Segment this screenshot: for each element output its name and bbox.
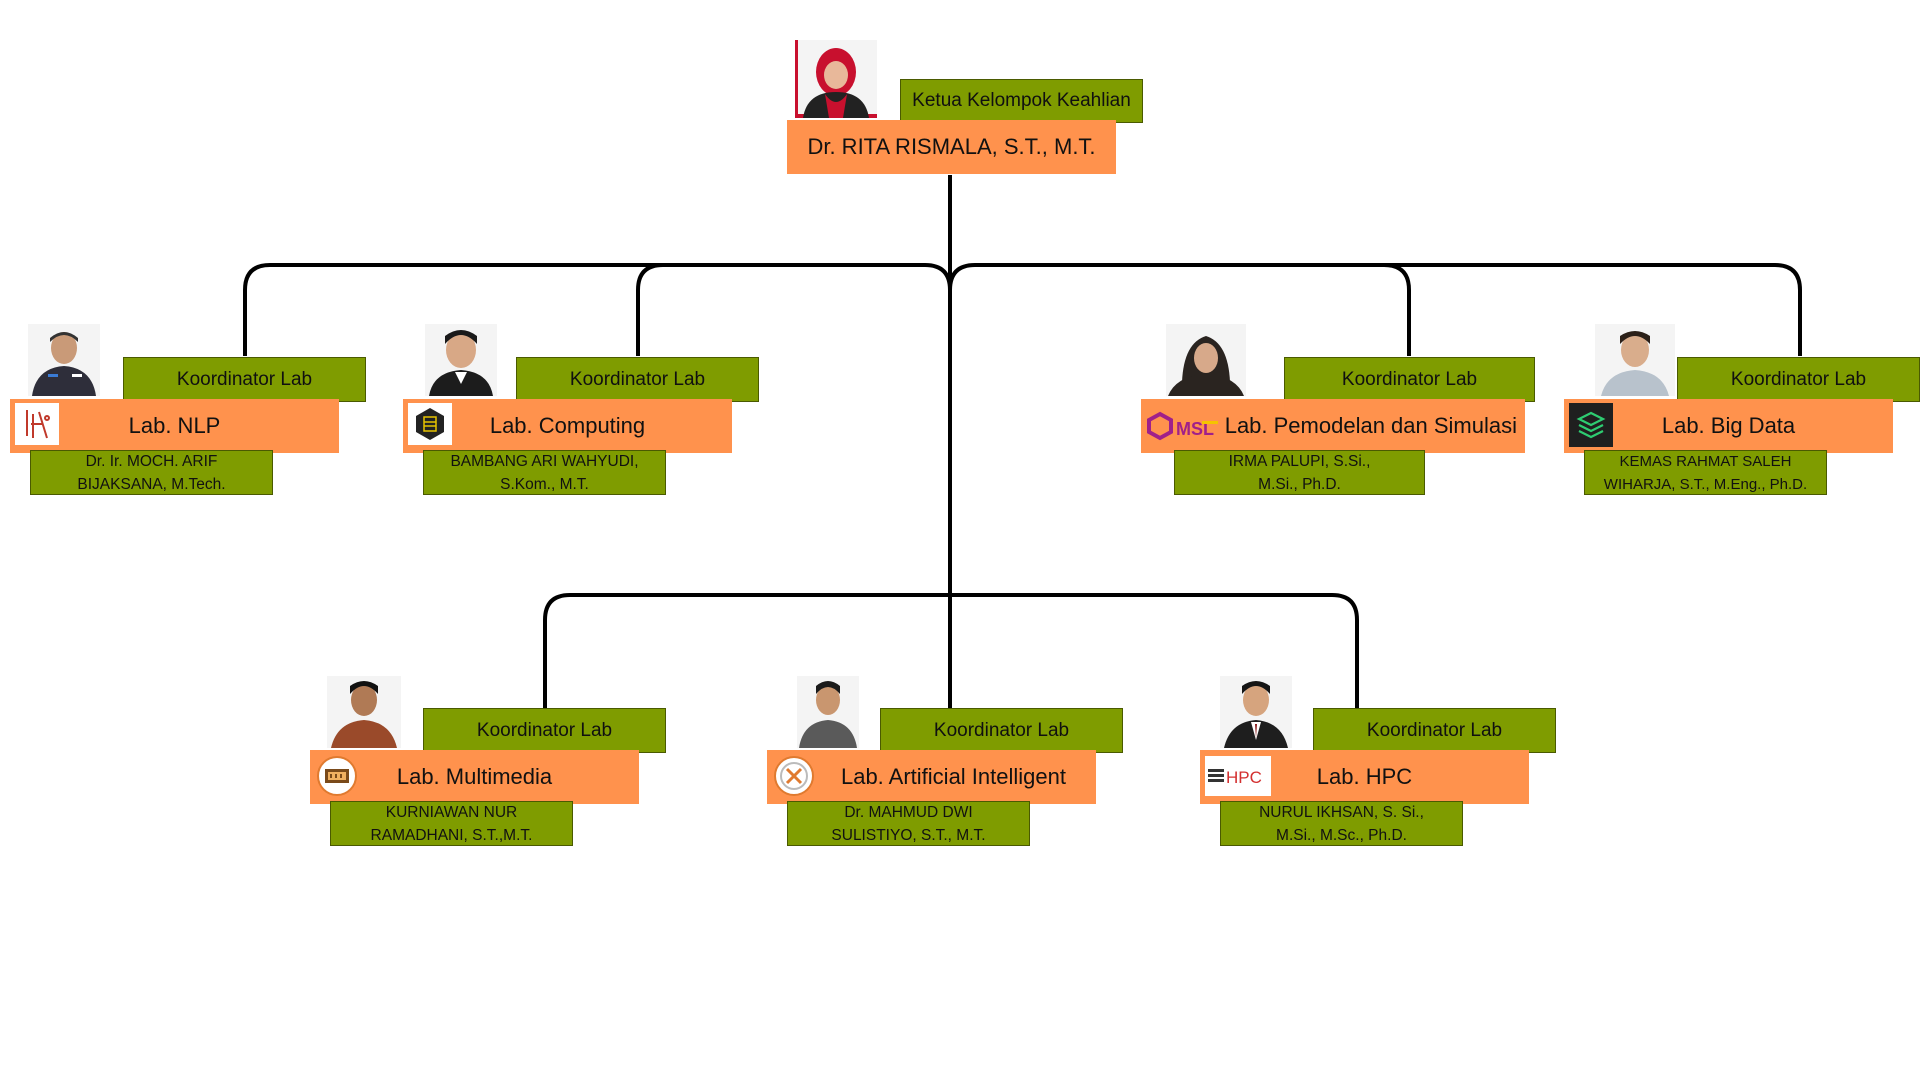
multimedia-role-box: Koordinator Lab	[423, 708, 666, 753]
multimedia-coordinator-photo	[327, 676, 401, 748]
upper-branch-pemodelan	[1383, 263, 1411, 356]
upper-branch-computing	[636, 263, 664, 356]
hpc-role-label: Koordinator Lab	[1366, 719, 1503, 741]
pemodelan-role-box: Koordinator Lab	[1284, 357, 1535, 402]
head-name-box: Dr. RITA RISMALA, S.T., M.T.	[787, 120, 1116, 174]
computing-coordinator-name-box: BAMBANG ARI WAHYUDI, S.Kom., M.T.	[423, 450, 666, 495]
nlp-coordinator-photo	[28, 324, 100, 396]
nlp-logo-icon	[15, 403, 59, 445]
ai-coordinator-photo	[797, 676, 859, 748]
computing-coordinator-name-line2: S.Kom., M.T.	[500, 475, 589, 493]
head-photo	[795, 40, 877, 118]
big-data-coordinator-photo	[1595, 324, 1675, 396]
big-data-lab-label: Lab. Big Data	[1661, 413, 1796, 438]
nlp-lab-label: Lab. NLP	[128, 413, 221, 438]
nlp-lab-box: Lab. NLP	[10, 399, 339, 453]
hpc-coordinator-name-line2: M.Si., M.Sc., Ph.D.	[1276, 826, 1407, 844]
hpc-logo-icon: HPC	[1205, 756, 1271, 796]
pemodelan-coordinator-name-line1: IRMA PALUPI, S.Si.,	[1228, 452, 1371, 470]
computing-role-label: Koordinator Lab	[569, 368, 706, 390]
computing-logo-icon	[408, 403, 452, 445]
big-data-logo-icon	[1569, 403, 1613, 447]
hpc-coordinator-name-box: NURUL IKHSAN, S. Si., M.Si., M.Sc., Ph.D…	[1220, 801, 1463, 846]
ai-lab-box: Lab. Artificial Intelligent	[767, 750, 1096, 804]
nlp-role-label: Koordinator Lab	[176, 368, 313, 390]
computing-role-box: Koordinator Lab	[516, 357, 759, 402]
nlp-role-box: Koordinator Lab	[123, 357, 366, 402]
big-data-lab-box: Lab. Big Data	[1564, 399, 1893, 453]
hpc-lab-label: Lab. HPC	[1316, 764, 1413, 789]
big-data-role-box: Koordinator Lab	[1677, 357, 1920, 402]
pemodelan-coordinator-photo	[1166, 324, 1246, 396]
upper-bus-left	[243, 263, 952, 356]
head-role-label: Ketua Kelompok Keahlian	[912, 90, 1131, 111]
hpc-role-box: Koordinator Lab	[1313, 708, 1556, 753]
big-data-role-label: Koordinator Lab	[1730, 368, 1867, 390]
multimedia-coordinator-name-box: KURNIAWAN NUR RAMADHANI, S.T.,M.T.	[330, 801, 573, 846]
ai-coordinator-name-line1: Dr. MAHMUD DWI	[844, 803, 973, 821]
ai-role-box: Koordinator Lab	[880, 708, 1123, 753]
pemodelan-coordinator-name-box: IRMA PALUPI, S.Si., M.Si., Ph.D.	[1174, 450, 1425, 495]
nlp-coordinator-name-line2: BIJAKSANA, M.Tech.	[77, 475, 226, 493]
big-data-coordinator-name-box: KEMAS RAHMAT SALEH WIHARJA, S.T., M.Eng.…	[1584, 450, 1827, 495]
pemodelan-coordinator-name-line2: M.Si., Ph.D.	[1258, 475, 1341, 493]
multimedia-lab-box: Lab. Multimedia	[310, 750, 639, 804]
msl-logo-icon: MSL	[1146, 405, 1228, 447]
big-data-coordinator-name-line2: WIHARJA, S.T., M.Eng., Ph.D.	[1603, 475, 1808, 493]
ai-coordinator-name-box: Dr. MAHMUD DWI SULISTIYO, S.T., M.T.	[787, 801, 1030, 846]
computing-coordinator-photo	[425, 324, 497, 396]
svg-text:HPC: HPC	[1226, 768, 1262, 787]
multimedia-logo-icon	[315, 754, 359, 798]
computing-lab-box: Lab. Computing	[403, 399, 732, 453]
pemodelan-lab-box: Lab. Pemodelan dan Simulasi	[1141, 399, 1525, 453]
hpc-coordinator-photo	[1220, 676, 1292, 748]
pemodelan-role-label: Koordinator Lab	[1341, 368, 1478, 390]
pemodelan-lab-label: Lab. Pemodelan dan Simulasi	[1224, 413, 1517, 438]
nlp-coordinator-name-box: Dr. Ir. MOCH. ARIF BIJAKSANA, M.Tech.	[30, 450, 273, 495]
big-data-coordinator-name-line1: KEMAS RAHMAT SALEH	[1619, 452, 1792, 470]
multimedia-lab-label: Lab. Multimedia	[396, 764, 553, 789]
nlp-coordinator-name-line1: Dr. Ir. MOCH. ARIF	[85, 452, 218, 470]
multimedia-coordinator-name-line2: RAMADHANI, S.T.,M.T.	[370, 826, 533, 844]
ai-logo-icon	[772, 754, 816, 798]
head-role-box: Ketua Kelompok Keahlian	[900, 79, 1143, 123]
ai-lab-label: Lab. Artificial Intelligent	[840, 764, 1066, 789]
computing-lab-label: Lab. Computing	[489, 413, 646, 438]
ai-coordinator-name-line2: SULISTIYO, S.T., M.T.	[831, 826, 986, 844]
upper-bus-right	[948, 263, 1802, 356]
ai-role-label: Koordinator Lab	[933, 719, 1070, 741]
multimedia-role-label: Koordinator Lab	[476, 719, 613, 741]
hpc-coordinator-name-line1: NURUL IKHSAN, S. Si.,	[1259, 803, 1424, 821]
head-name: Dr. RITA RISMALA, S.T., M.T.	[807, 134, 1096, 159]
multimedia-coordinator-name-line1: KURNIAWAN NUR	[385, 803, 518, 821]
computing-coordinator-name-line1: BAMBANG ARI WAHYUDI,	[450, 452, 639, 470]
